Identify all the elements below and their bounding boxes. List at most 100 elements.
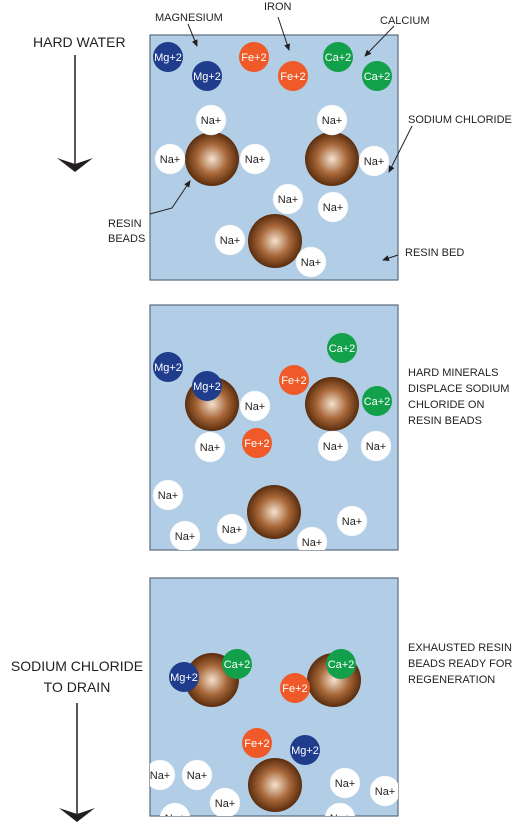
iron-ion-label: Fe+2 [244, 738, 269, 750]
sodium-ion-label: Na+ [335, 778, 356, 790]
sodium-ion-label: Na+ [220, 235, 241, 247]
sodium-ion-label: Na+ [342, 516, 363, 528]
sodium-ion-label: Na+ [160, 154, 181, 166]
iron-ion: Fe+2 [242, 728, 272, 758]
resin-bead [305, 132, 359, 186]
calcium-ion-label: Ca+2 [329, 343, 356, 355]
sodium-ion-label: Na+ [366, 441, 387, 453]
iron-ion: Fe+2 [242, 428, 272, 458]
calcium-ion: Ca+2 [323, 42, 353, 72]
sodium-ion-label: Na+ [158, 490, 179, 502]
sodium-ion: Na+ [169, 520, 201, 550]
sodium-ion-label: Na+ [322, 115, 343, 127]
sodium-ion: Na+ [150, 759, 176, 791]
calcium-ion: Ca+2 [362, 61, 392, 91]
panel3-caption-line1: EXHAUSTED RESIN [408, 642, 512, 654]
sodium-ion: Na+ [295, 246, 327, 278]
sodium-ion: Na+ [324, 802, 356, 825]
calcium-ion-label: Ca+2 [224, 659, 251, 671]
calcium-ion-label: Ca+2 [364, 71, 391, 83]
calcium-ion-label: Ca+2 [328, 659, 355, 671]
calcium-ion: Ca+2 [327, 333, 357, 363]
panel3-caption-line2: BEADS READY FOR [408, 658, 512, 670]
sodium-ion: Na+ [317, 430, 349, 462]
sodium-ion: Na+ [329, 767, 361, 799]
sodium-ion-label: Na+ [330, 813, 351, 825]
sodium-ion-label: Na+ [301, 257, 322, 269]
sodium-ion-label: Na+ [278, 194, 299, 206]
panel2-caption-line1: HARD MINERALS [408, 367, 498, 379]
resin-beads-label-1: RESIN [108, 218, 142, 230]
resin-bead [305, 377, 359, 431]
iron-ion-label: Fe+2 [244, 438, 269, 450]
iron-ion: Fe+2 [278, 61, 308, 91]
panel3-caption-line3: REGENERATION [408, 674, 495, 686]
panel2-caption-line3: CHLORIDE ON [408, 399, 484, 411]
sodium-ion: Na+ [336, 505, 368, 537]
calcium-label: CALCIUM [380, 15, 430, 27]
sodium-ion-label: Na+ [175, 531, 196, 543]
calcium-ion-label: Ca+2 [325, 52, 352, 64]
iron-ion-label: Fe+2 [282, 683, 307, 695]
resin-bead [248, 214, 302, 268]
iron-ion-label: Fe+2 [280, 71, 305, 83]
sodium-ion: Na+ [239, 390, 271, 422]
drain-label-line2: TO DRAIN [44, 679, 111, 695]
sodium-ion: Na+ [209, 787, 241, 816]
sodium-ion: Na+ [152, 479, 184, 511]
sodium-ion: Na+ [358, 145, 390, 177]
sodium-ion: Na+ [159, 802, 191, 825]
sodium-ion-label: Na+ [364, 156, 385, 168]
magnesium-ion-label: Mg+2 [193, 381, 221, 393]
sodium-ion-label: Na+ [222, 524, 243, 536]
magnesium-ion-label: Mg+2 [170, 672, 198, 684]
magnesium-ion: Mg+2 [153, 352, 183, 382]
panel2-caption-line2: DISPLACE SODIUM [408, 383, 509, 395]
sodium-ion: Na+ [369, 775, 398, 807]
resin-bead [248, 758, 302, 812]
magnesium-ion: Mg+2 [290, 735, 320, 765]
sodium-ion: Na+ [194, 431, 226, 463]
resin-bead [247, 485, 301, 539]
sodium-ion-label: Na+ [165, 813, 186, 825]
drain-label-line1: SODIUM CHLORIDE [11, 658, 143, 674]
resin-bead [185, 132, 239, 186]
magnesium-ion-label: Mg+2 [154, 52, 182, 64]
sodium-ion: Na+ [239, 143, 271, 175]
magnesium-ion-label: Mg+2 [193, 71, 221, 83]
resin-bed-label: RESIN BED [405, 247, 464, 259]
hard-water-flow-arrow [57, 55, 93, 172]
sodium-ion-label: Na+ [215, 798, 236, 810]
iron-ion-label: Fe+2 [281, 375, 306, 387]
resin-beads-label-2: BEADS [108, 233, 145, 245]
magnesium-label: MAGNESIUM [155, 12, 223, 24]
sodium-ion: Na+ [214, 224, 246, 256]
sodium-ion: Na+ [360, 430, 392, 462]
iron-ion: Fe+2 [280, 673, 310, 703]
calcium-ion: Ca+2 [222, 649, 252, 679]
sodium-ion-label: Na+ [200, 442, 221, 454]
magnesium-ion: Mg+2 [169, 662, 199, 692]
sodium-ion-label: Na+ [302, 537, 323, 549]
magnesium-ion: Mg+2 [192, 61, 222, 91]
sodium-ion-label: Na+ [201, 115, 222, 127]
sodium-ion-label: Na+ [245, 154, 266, 166]
iron-ion-label: Fe+2 [241, 52, 266, 64]
callout-lines [149, 16, 413, 261]
sodium-ion-label: Na+ [150, 770, 171, 782]
sodium-ion-label: Na+ [375, 786, 396, 798]
sodium-ion: Na+ [296, 526, 328, 550]
hard-water-label: HARD WATER [33, 34, 126, 50]
panel-hard-water: Mg+2Mg+2Fe+2Fe+2Ca+2Ca+2Na+Na+Na+Na+Na+N… [153, 42, 392, 278]
magnesium-ion-label: Mg+2 [291, 745, 319, 757]
sodium-ion-label: Na+ [323, 441, 344, 453]
iron-ion: Fe+2 [279, 365, 309, 395]
sodium-chloride-label: SODIUM CHLORIDE [408, 114, 512, 126]
sodium-ion: Na+ [216, 513, 248, 545]
sodium-ion: Na+ [195, 104, 227, 136]
panel2-caption-line4: RESIN BEADS [408, 415, 482, 427]
sodium-ion: Na+ [316, 104, 348, 136]
